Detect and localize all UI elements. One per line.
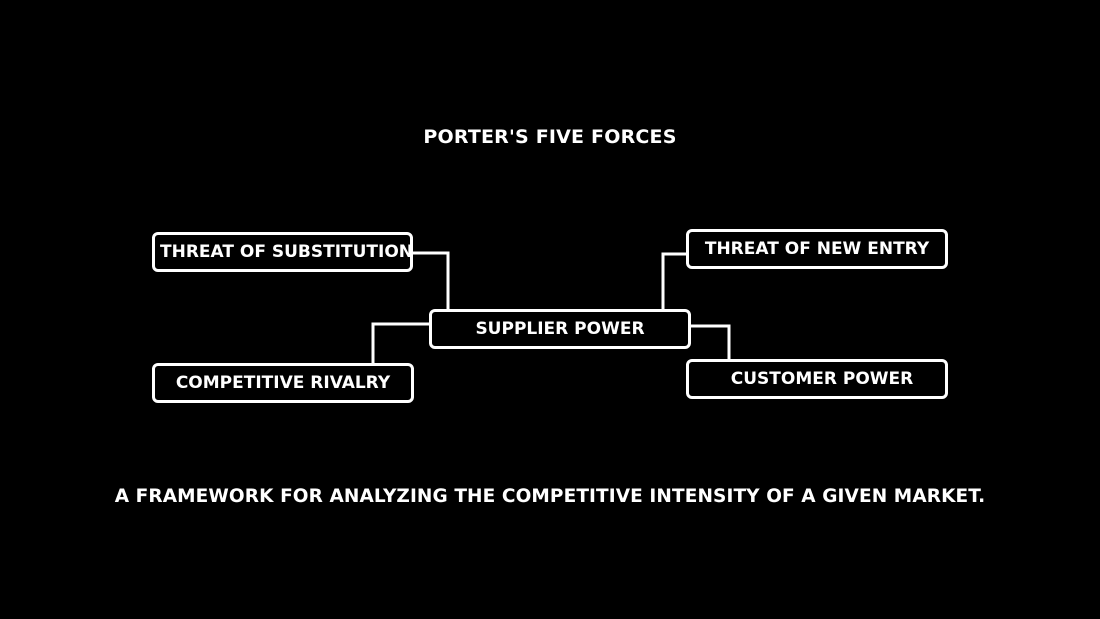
node-label: SUPPLIER POWER: [475, 319, 645, 339]
node-threat-of-new-entry: THREAT OF NEW ENTRY: [686, 229, 948, 269]
connector-new-entry-to-supplier: [661, 252, 688, 310]
node-competitive-rivalry: COMPETITIVE RIVALRY: [152, 363, 414, 403]
connector-customer-to-supplier: [689, 324, 731, 360]
node-customer-power: CUSTOMER POWER: [686, 359, 948, 399]
diagram-title: PORTER'S FIVE FORCES: [423, 126, 677, 148]
node-threat-of-substitution: THREAT OF SUBSTITUTION: [152, 232, 413, 272]
node-label: COMPETITIVE RIVALRY: [175, 373, 391, 393]
connector-rivalry-to-supplier: [371, 322, 431, 364]
node-supplier-power: SUPPLIER POWER: [429, 309, 691, 349]
node-label: THREAT OF SUBSTITUTION: [160, 242, 413, 262]
diagram-caption: A FRAMEWORK FOR ANALYZING THE COMPETITIV…: [114, 486, 986, 507]
node-label: THREAT OF NEW ENTRY: [704, 239, 930, 259]
node-label: CUSTOMER POWER: [730, 369, 914, 389]
connector-substitution-to-supplier: [411, 251, 450, 310]
